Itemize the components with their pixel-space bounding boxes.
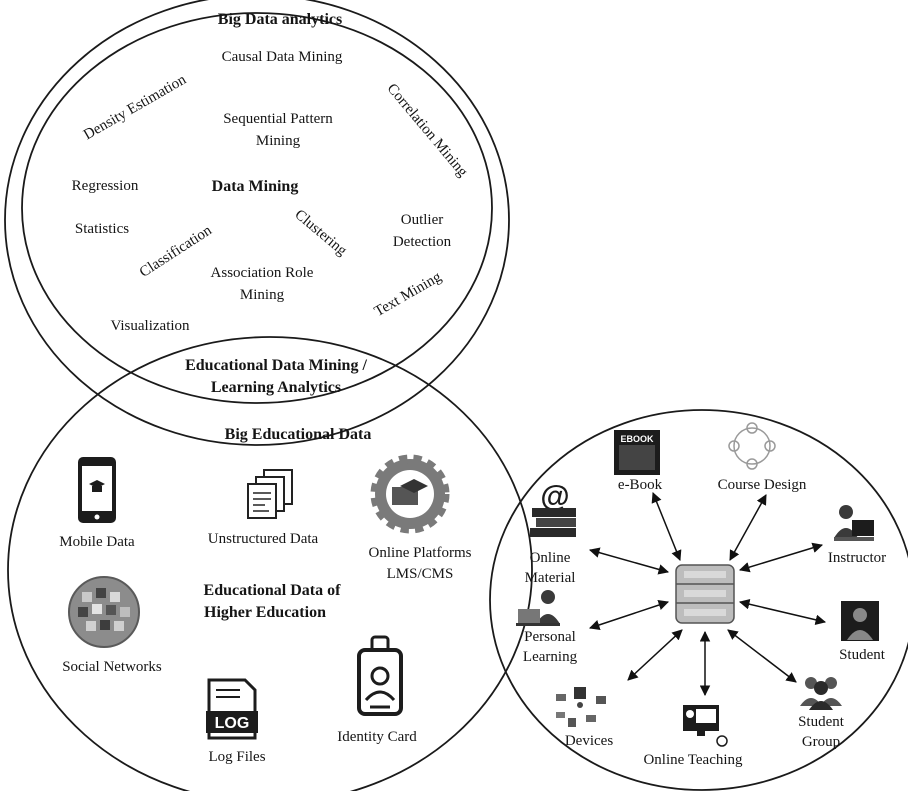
identity-card-icon [357,635,403,716]
outlier-detection-label: Detection [393,234,452,250]
classification-label: Classification [137,222,215,281]
arrow-course-design [729,494,767,561]
correlation-mining-label: Correlation Mining [384,81,471,181]
student-label: Student [839,647,886,663]
instructor-label: Instructor [828,550,886,566]
arrow-instructor [738,542,824,573]
online-teaching-icon [683,705,728,747]
arrow-personal-learning [589,600,669,630]
unstructured-data-label: Unstructured Data [208,531,319,547]
mobile-data-label: Mobile Data [59,534,135,550]
ebook-label: e-Book [618,477,663,493]
student-group-label-2: Group [802,734,840,750]
student-group-icon [800,677,842,710]
outlier-label: Outlier [401,212,444,228]
person-laptop-icon [516,590,560,626]
instructor-icon [834,505,874,541]
student-icon [841,601,879,641]
log-badge-text: LOG [215,715,250,732]
online-platforms-label: Online Platforms [369,545,472,561]
data-mining-circle [21,12,493,404]
association-role-label: Association Role [211,265,314,281]
online-material-label: Online [530,550,571,566]
sequential-mining-label: Mining [256,133,301,149]
edu-higher-title-line2: Higher Education [204,604,326,621]
text-mining-label: Text Mining [372,269,445,320]
online-material-label-2: Material [525,570,576,586]
course-design-label: Course Design [718,477,807,493]
ebook-badge-text: EBOOK [620,434,654,444]
association-mining-label: Mining [240,287,285,303]
arrow-online-material [588,547,670,575]
density-estimation-label: Density Estimation [81,72,189,144]
connection-arrows [588,492,827,697]
social-globe-icon [68,576,140,648]
edu-higher-title-line1: Educational Data of [204,582,342,599]
lms-cms-label: LMS/CMS [387,566,454,582]
social-networks-label: Social Networks [62,659,162,675]
mobile-phone-icon [78,457,116,523]
big-educational-data-circle [7,336,533,791]
data-mining-title: Data Mining [212,178,299,195]
at-books-icon: @ [530,480,576,537]
big-data-analytics-circle [4,0,510,446]
causal-data-mining-label: Causal Data Mining [222,49,343,65]
edm-title-line2: Learning Analytics [211,379,341,396]
personal-learning-label: Personal [524,629,576,645]
arrow-devices [627,629,683,681]
edm-title-line1: Educational Data Mining / [185,357,367,374]
arrow-student-group [727,629,797,683]
devices-icon [556,687,606,727]
personal-learning-label-2: Learning [523,649,578,665]
course-design-icon [728,422,776,470]
identity-card-label: Identity Card [337,729,417,745]
online-teaching-label: Online Teaching [643,752,743,768]
clustering-label: Clustering [291,207,350,260]
visualization-label: Visualization [110,318,190,334]
ebook-icon: EBOOK [614,430,660,475]
regression-label: Regression [72,178,139,194]
sequential-pattern-label: Sequential Pattern [223,111,333,127]
arrow-student [738,599,827,625]
log-files-label: Log Files [208,749,265,765]
svg-text:@: @ [540,480,569,513]
statistics-label: Statistics [75,221,129,237]
database-icon [675,564,735,624]
student-group-label: Student [798,714,845,730]
big-educational-data-title: Big Educational Data [225,426,372,443]
learning-circle [489,409,908,791]
log-file-icon: LOG [206,678,258,740]
arrow-ebook [651,492,682,561]
devices-label: Devices [565,733,613,749]
documents-icon [247,469,293,519]
big-data-analytics-title: Big Data analytics [218,11,342,28]
gear-graduation-icon [370,454,450,534]
